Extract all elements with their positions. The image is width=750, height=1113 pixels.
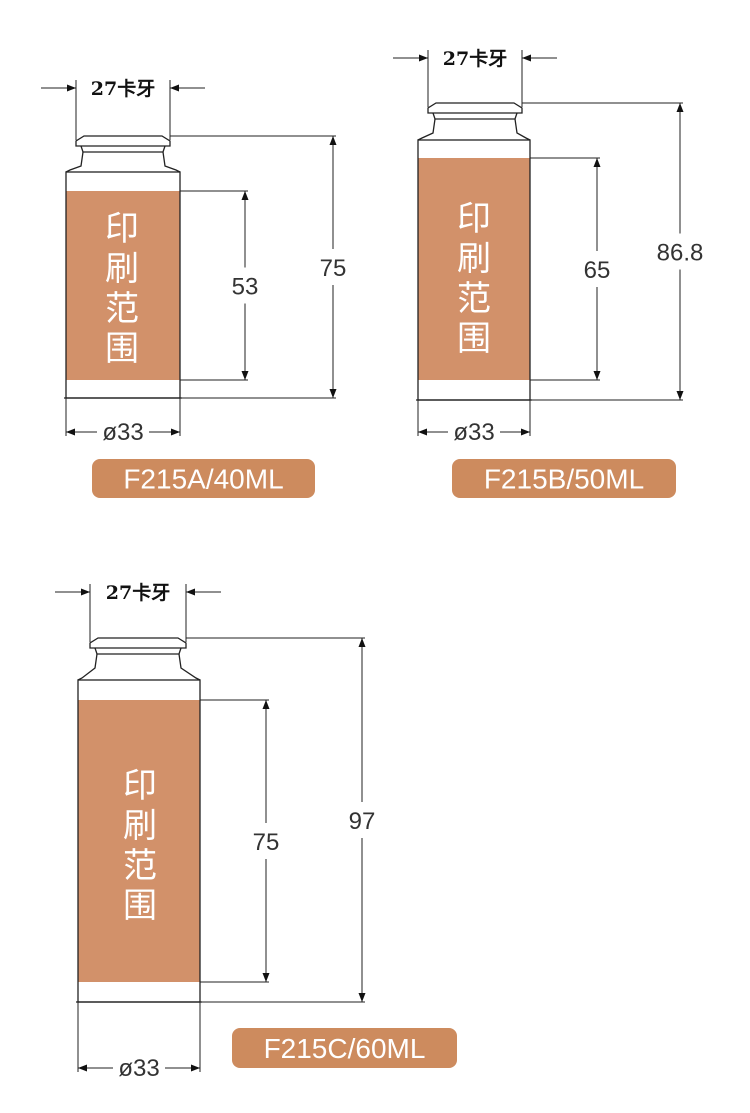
- print-area-char: 范: [457, 279, 491, 319]
- arrowhead-icon: [593, 158, 601, 167]
- print-area-char: 刷: [457, 239, 491, 279]
- arrowhead-icon: [521, 428, 530, 436]
- arrowhead-icon: [593, 371, 601, 380]
- arrowhead-icon: [241, 371, 249, 380]
- can-shoulder: [77, 653, 201, 681]
- arrowhead-icon: [676, 391, 684, 400]
- model-label-badge: [452, 459, 676, 498]
- arrowhead-icon: [262, 700, 270, 709]
- arrowhead-icon: [186, 588, 195, 596]
- print-area-char: 范: [105, 289, 139, 329]
- can-shoulder: [417, 118, 531, 141]
- arrowhead-icon: [676, 103, 684, 112]
- can-neck: [432, 112, 518, 120]
- arrowhead-icon: [81, 588, 90, 596]
- diameter-label: ø33: [453, 419, 494, 446]
- diameter-label: ø33: [118, 1055, 159, 1082]
- print-area-char: 刷: [123, 806, 157, 846]
- print-area-char: 刷: [105, 249, 139, 289]
- arrowhead-icon: [419, 54, 428, 62]
- arrowhead-icon: [66, 428, 75, 436]
- model-label: F215B/50ML: [484, 464, 644, 495]
- arrowhead-icon: [78, 1064, 87, 1072]
- arrowhead-icon: [262, 973, 270, 982]
- can-neck: [80, 145, 166, 153]
- print-area: [418, 158, 530, 380]
- can-shoulder: [65, 151, 181, 173]
- print-area-char: 范: [123, 846, 157, 886]
- can-cap: [75, 135, 171, 147]
- print-area-char: 印: [457, 199, 491, 239]
- thread-dimension-label: 27卡牙: [443, 47, 507, 70]
- can-cap: [427, 102, 523, 114]
- model-label-badge: [232, 1028, 457, 1068]
- thread-dimension-label: 27卡牙: [106, 581, 170, 604]
- print-height-label: 53: [232, 274, 259, 301]
- arrowhead-icon: [358, 638, 366, 647]
- print-area: [78, 700, 200, 982]
- total-height-label: 86.8: [657, 240, 704, 267]
- model-label: F215A/40ML: [123, 464, 283, 495]
- print-area-char: 围: [457, 319, 491, 359]
- arrowhead-icon: [170, 84, 179, 92]
- arrowhead-icon: [329, 136, 337, 145]
- arrowhead-icon: [418, 428, 427, 436]
- can-neck: [94, 647, 182, 655]
- arrowhead-icon: [329, 389, 337, 398]
- arrowhead-icon: [241, 191, 249, 200]
- arrowhead-icon: [67, 84, 76, 92]
- print-area-char: 印: [123, 766, 157, 806]
- thread-dimension-label: 27卡牙: [91, 77, 155, 100]
- arrowhead-icon: [171, 428, 180, 436]
- print-area: [66, 191, 180, 380]
- print-area-char: 印: [105, 209, 139, 249]
- print-height-label: 75: [253, 829, 280, 856]
- print-area-char: 围: [123, 886, 157, 926]
- print-area-char: 围: [105, 329, 139, 369]
- total-height-label: 97: [349, 808, 376, 835]
- can-cap: [89, 637, 187, 649]
- diameter-label: ø33: [102, 419, 143, 446]
- model-label: F215C/60ML: [264, 1033, 426, 1064]
- arrowhead-icon: [358, 993, 366, 1002]
- print-height-label: 65: [584, 257, 611, 284]
- model-label-badge: [92, 459, 315, 498]
- arrowhead-icon: [522, 54, 531, 62]
- arrowhead-icon: [191, 1064, 200, 1072]
- total-height-label: 75: [320, 255, 347, 282]
